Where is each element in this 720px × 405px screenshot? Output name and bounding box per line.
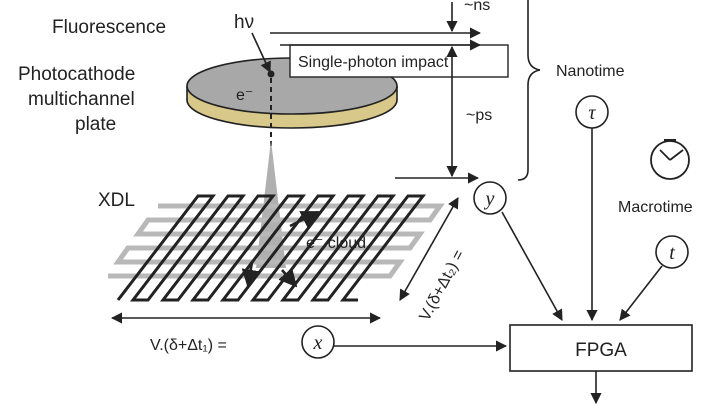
e-cloud-arrow	[289, 210, 320, 228]
single-photon-impact-label: Single-photon impact	[298, 54, 449, 71]
tau-symbol: τ	[575, 95, 609, 129]
xdl-black-serpentine	[116, 194, 427, 302]
y-to-fpga-arrow	[501, 211, 563, 321]
svg-text:τ: τ	[588, 102, 596, 124]
fluorescence-label: Fluorescence	[52, 17, 166, 38]
electron-label: e⁻	[236, 87, 253, 104]
svg-text:x: x	[313, 332, 323, 354]
macrotime-label: Macrotime	[618, 199, 693, 216]
y-symbol: y	[473, 181, 507, 215]
photocathode-plate	[186, 57, 398, 129]
t-to-fpga-arrow	[619, 265, 663, 321]
nanotime-brace	[517, 0, 541, 181]
t-symbol: t	[655, 235, 689, 269]
ns-label: ~ns	[464, 0, 490, 14]
photon-arrow	[251, 32, 271, 74]
photocathode-label-3: plate	[75, 114, 116, 135]
fpga-box	[509, 324, 693, 372]
photocathode-label-2: multichannel	[28, 89, 135, 110]
clock-icon	[650, 139, 690, 180]
xdl-label: XDL	[98, 190, 135, 211]
nanotime-label: Nanotime	[556, 63, 625, 80]
v-delta-t1-label: V.(δ+Δt₁) =	[150, 337, 227, 354]
e-cloud-label: e⁻ cloud	[306, 235, 366, 252]
svg-text:y: y	[484, 188, 495, 210]
fpga-label: FPGA	[575, 340, 627, 361]
svg-text:t: t	[669, 242, 675, 264]
photocathode-label-1: Photocathode	[18, 64, 135, 85]
ps-label: ~ps	[466, 107, 492, 124]
y-dimension-arrow	[399, 197, 459, 301]
x-symbol: x	[301, 325, 335, 359]
photon-label: hν	[234, 12, 254, 33]
